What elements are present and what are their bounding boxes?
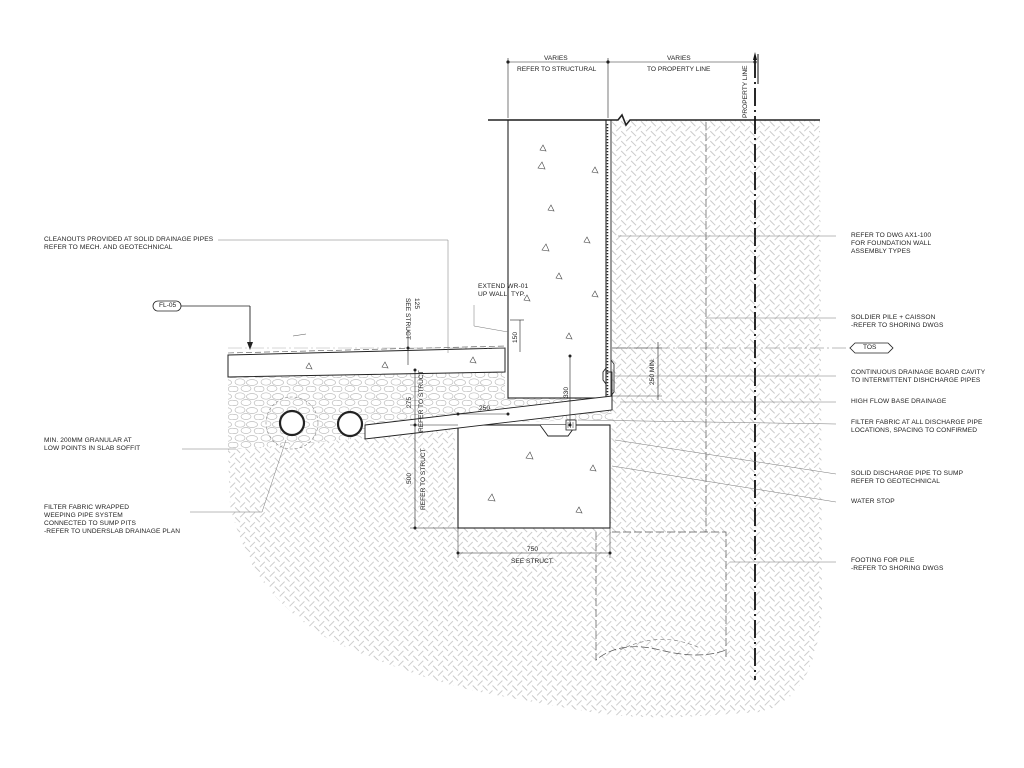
note-soldier-pile: SOLDIER PILE + CAISSON-REFER TO SHORING … (851, 314, 944, 329)
property-line-label: PROPERTY LINE (742, 65, 749, 118)
weeping-pipe-2 (336, 410, 364, 438)
dim-275: 275 (406, 396, 413, 408)
note-high-flow: HIGH FLOW BASE DRAINAGE (851, 398, 947, 405)
note-cleanouts: CLEANOUTS PROVIDED AT SOLID DRAINAGE PIP… (44, 236, 214, 251)
slab (227, 347, 506, 378)
dim-refer-struct-1: REFER TO STRUCT (418, 370, 425, 432)
footing (457, 424, 611, 529)
dim-125: 125 (413, 298, 420, 310)
aggregate-marks (305, 144, 599, 514)
dim-left-varies: VARIES (544, 55, 568, 62)
dim-left-note: REFER TO STRUCTURAL (517, 66, 597, 73)
grade-line (488, 113, 820, 127)
dim-right-varies: VARIES (667, 55, 691, 62)
pile-footing (595, 532, 727, 661)
soil-under-slab (228, 430, 470, 690)
dim-refer-struct-2: REFER TO STRUCT (420, 448, 427, 510)
note-footing-pile: FOOTING FOR PILE-REFER TO SHORING DWGS (851, 557, 944, 572)
gravel-layer (228, 372, 612, 450)
dim-see-struct-v: SEE STRUCT (404, 298, 411, 340)
dim-right-note: TO PROPERTY LINE (647, 66, 711, 73)
note-water-stop: WATER STOP (851, 498, 895, 505)
water-stop (602, 367, 613, 410)
weeping-pipe-1 (278, 409, 306, 437)
caisson-outline (612, 122, 727, 660)
fl-tag: FL-05 (159, 302, 177, 309)
dim-330: 330 (563, 386, 570, 398)
dim-250: 250 (479, 405, 491, 412)
dim-see-struct-h: SEE STRUCT. (511, 558, 554, 565)
dim-750: 750 (527, 546, 539, 553)
dim-500: 500 (406, 472, 413, 484)
foundation-wall (507, 119, 607, 399)
tos-tag: TOS (863, 344, 877, 351)
dim-250-min: 250 MIN. (649, 358, 656, 385)
dim-150: 150 (512, 331, 519, 343)
